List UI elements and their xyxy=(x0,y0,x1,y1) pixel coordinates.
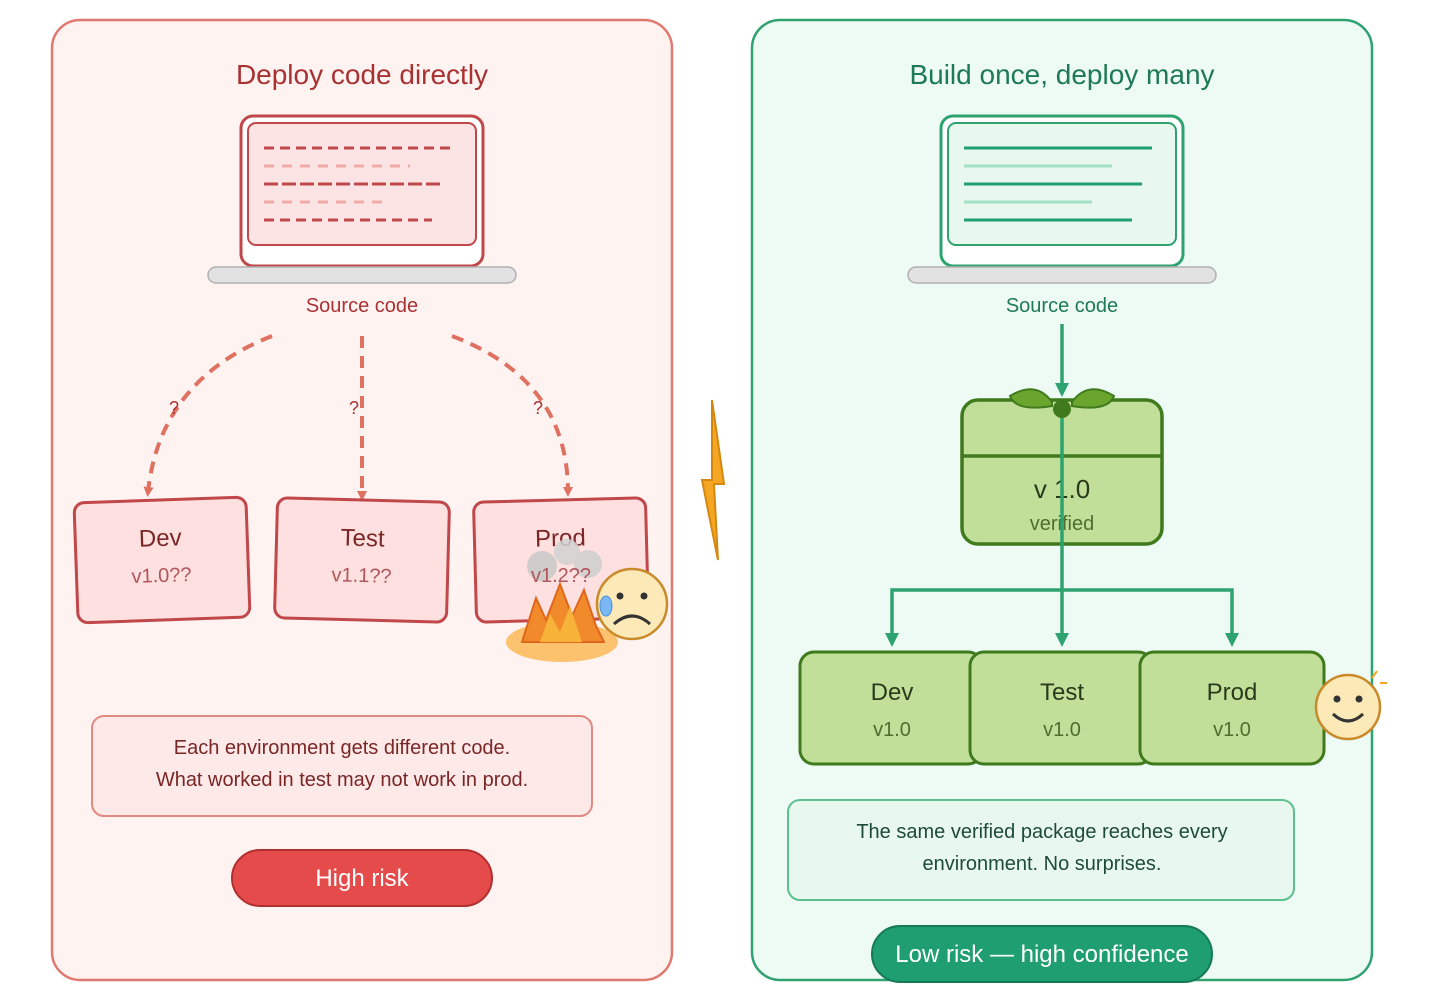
right-env-prod-name: Prod xyxy=(1207,679,1258,706)
right-env-dev-name: Dev xyxy=(871,679,914,706)
left-env-prod-version: v1.2?? xyxy=(531,565,591,587)
smiley-face-icon xyxy=(1314,670,1387,741)
low-risk-badge xyxy=(871,925,1213,983)
left-note-line2: What worked in test may not work in prod… xyxy=(156,769,528,791)
left-laptop-icon xyxy=(207,114,517,284)
fire-icon xyxy=(506,581,618,662)
left-env-dev-version: v1.0?? xyxy=(131,564,192,588)
left-env-test: Test v1.1?? xyxy=(273,496,451,624)
left-note-box xyxy=(91,715,593,817)
left-env-dev: Dev v1.0?? xyxy=(72,495,252,625)
left-env-test-version: v1.1?? xyxy=(331,564,392,588)
right-env-test-version: v1.0 xyxy=(1043,719,1081,741)
high-risk-badge-label: High risk xyxy=(315,865,409,892)
right-env-dev: Dev v1.0 xyxy=(798,650,984,766)
right-note-line1: The same verified package reaches every xyxy=(856,821,1227,843)
right-env-prod-version: v1.0 xyxy=(1213,719,1251,741)
right-panel: Build once, deploy many Source code v 1.… xyxy=(750,18,1387,983)
lightning-bolt-icon xyxy=(700,399,726,561)
sad-face-icon xyxy=(595,567,669,641)
right-note-box xyxy=(787,799,1295,901)
question-mark-test: ? xyxy=(349,398,359,418)
right-env-prod: Prod v1.0 xyxy=(1138,650,1326,766)
left-title: Deploy code directly xyxy=(236,59,488,90)
right-title: Build once, deploy many xyxy=(909,59,1214,90)
left-note-line1: Each environment gets different code. xyxy=(174,737,511,759)
left-panel: Deploy code directly Source code ? ? ? D… xyxy=(50,18,674,982)
left-arrow-prod xyxy=(451,334,573,497)
right-laptop-icon xyxy=(907,114,1217,284)
low-risk-badge-label: Low risk — high confidence xyxy=(895,941,1188,968)
right-env-test-name: Test xyxy=(1040,679,1084,706)
right-note-line2: environment. No surprises. xyxy=(923,853,1162,875)
right-env-test: Test v1.0 xyxy=(968,650,1154,766)
smoke-icon xyxy=(527,539,602,581)
question-mark-prod: ? xyxy=(533,398,543,418)
left-arrow-dev xyxy=(143,334,273,497)
right-fanout-arrows xyxy=(885,418,1239,647)
right-source-label: Source code xyxy=(1006,295,1118,317)
left-env-test-name: Test xyxy=(340,524,385,552)
left-source-label: Source code xyxy=(306,295,418,317)
question-mark-dev: ? xyxy=(169,398,179,418)
left-env-dev-name: Dev xyxy=(138,524,182,552)
high-risk-badge xyxy=(231,849,493,907)
right-env-dev-version: v1.0 xyxy=(873,719,911,741)
